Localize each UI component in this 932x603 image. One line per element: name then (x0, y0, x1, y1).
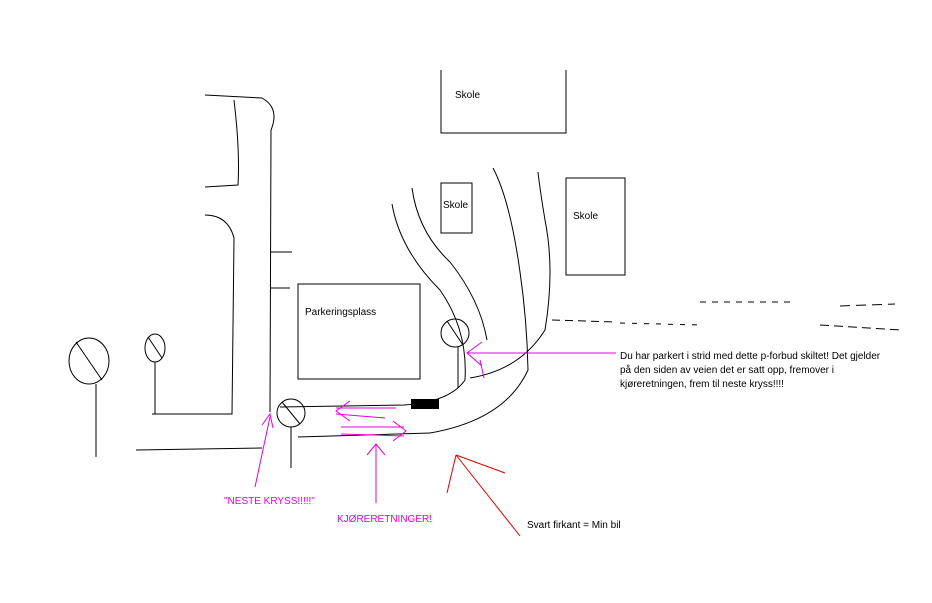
road-lower-left (135, 447, 263, 451)
label-kjoreretninger: KJØRERETNINGER! (337, 514, 433, 525)
arrow-to-sign-icon (466, 341, 616, 379)
label-min-bil: Svart firkant = Min bil (527, 520, 621, 531)
arrow-to-car-icon (446, 454, 521, 537)
arrow-right-icon (340, 420, 407, 442)
note-line-3: kjøreretningen, frem til neste kryss!!!! (620, 379, 784, 390)
far-road-hint (551, 319, 617, 323)
curved-road-inner (279, 203, 466, 408)
note-line-2: på den siden av veien det er satt opp, f… (620, 365, 835, 376)
no-parking-sign-junction (276, 398, 306, 468)
no-parking-sign-large (68, 337, 110, 457)
note-line-1: Du har parkert i strid med dette p-forbu… (620, 351, 881, 362)
label-school-top: Skole (455, 90, 481, 101)
school-top-building (440, 70, 567, 134)
road-edge-left-inner (204, 99, 239, 188)
label-parking: Parkeringsplass (305, 307, 377, 318)
far-road-hint-3 (839, 303, 896, 307)
far-road-hint-5 (819, 324, 901, 331)
no-parking-sign-curve (440, 318, 470, 388)
road-edge-left-inner-lower (152, 214, 235, 415)
curved-road-outer-b (469, 171, 551, 379)
no-parking-sign-small (144, 333, 166, 414)
school-right-building (565, 177, 626, 276)
far-road-hint-4 (619, 322, 701, 326)
arrow-up-driving-direction-icon (366, 443, 386, 503)
parking-lot (297, 283, 421, 380)
arrow-to-junction-icon (254, 412, 274, 488)
label-school-small: Skole (443, 200, 469, 211)
curved-road-inner-b (411, 187, 488, 341)
curved-road-outer-a (429, 167, 529, 434)
car-square-icon (411, 399, 439, 409)
label-school-right: Skole (573, 211, 599, 222)
arrow-left-icon (335, 400, 396, 422)
label-neste-kryss: "NESTE KRYSS!!!!!" (224, 496, 315, 507)
school-small-building (440, 182, 473, 234)
road-edge-left-outer (204, 94, 275, 413)
